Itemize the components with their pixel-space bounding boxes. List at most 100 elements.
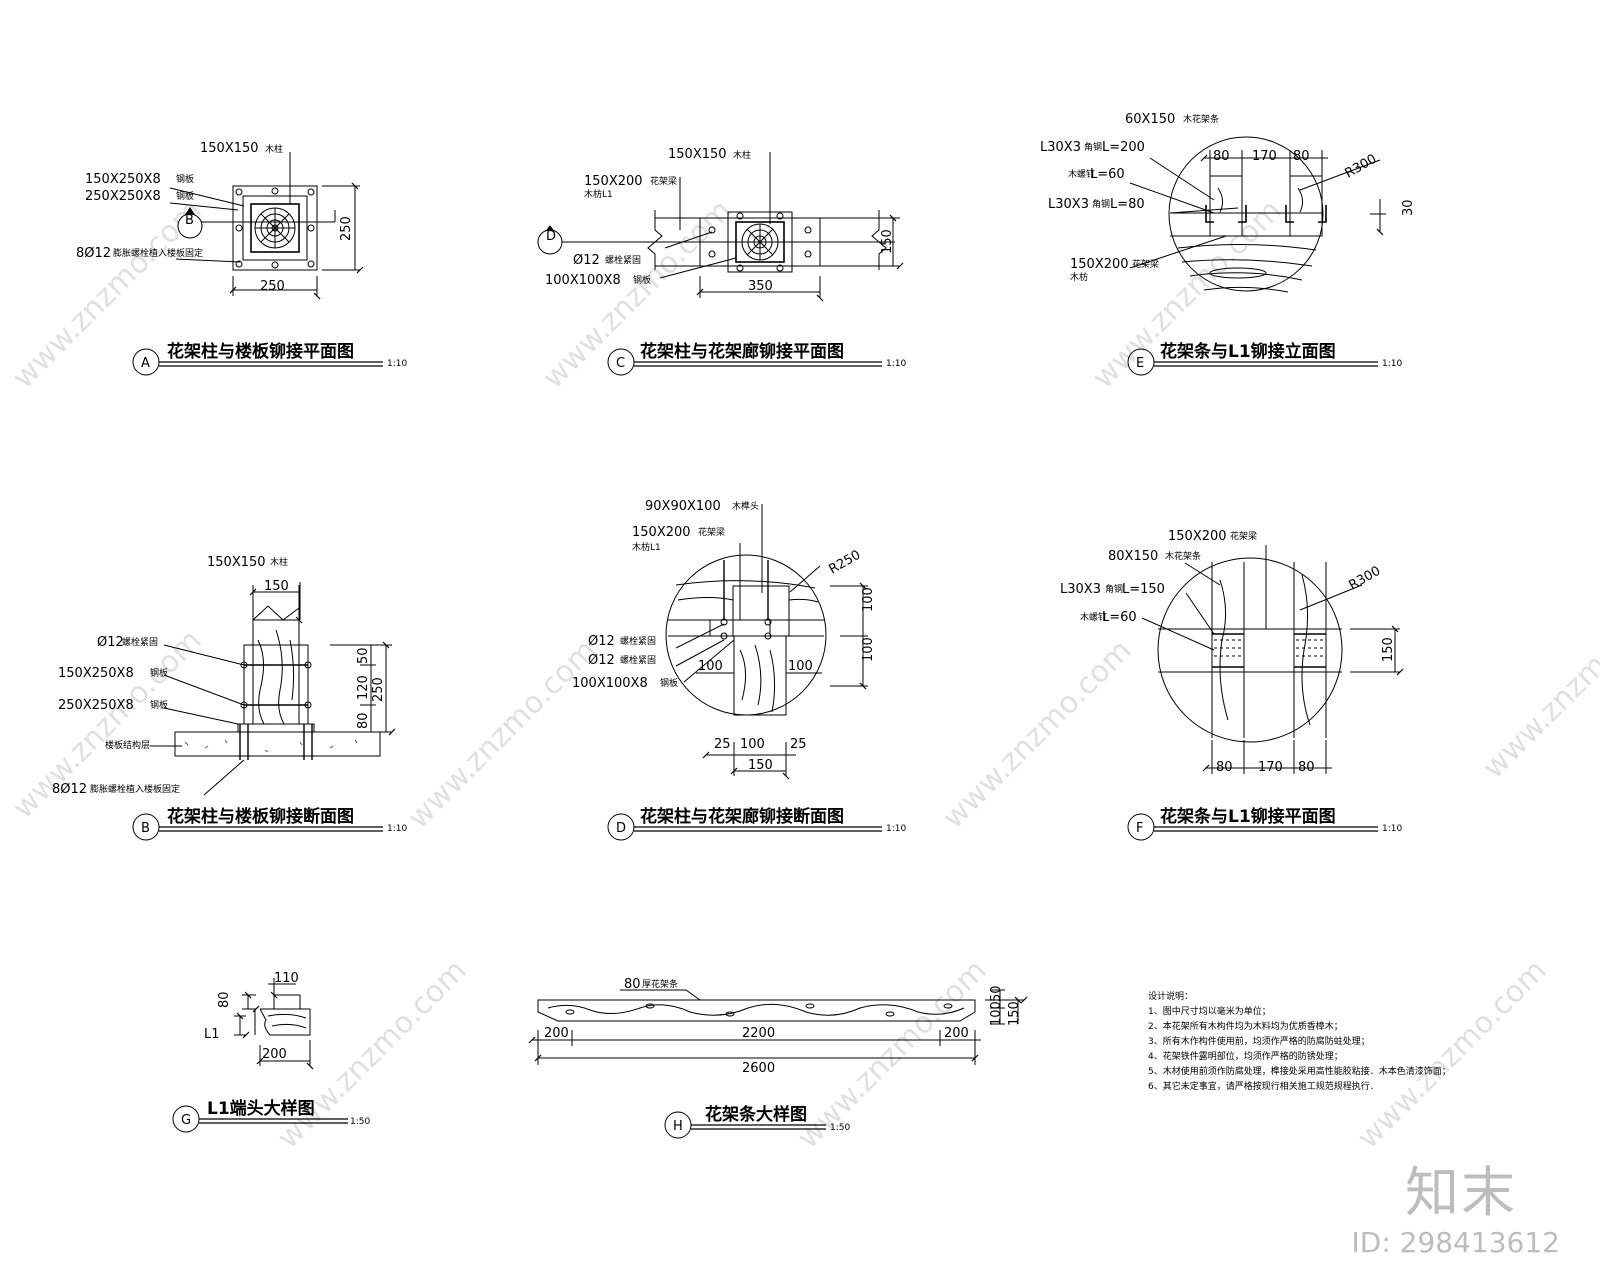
svg-text:H: H <box>673 1119 683 1134</box>
svg-text:L=60: L=60 <box>1102 610 1137 625</box>
title-h: H 花架条大样图 1:50 <box>664 1104 850 1139</box>
watermark-text: www.znzmo.com <box>936 633 1139 836</box>
svg-text:25: 25 <box>714 737 731 752</box>
watermark-text: www.znzmo.com <box>6 623 209 826</box>
svg-text:350: 350 <box>748 279 773 294</box>
svg-text:膨胀螺栓植入楼板固定: 膨胀螺栓植入楼板固定 <box>113 247 203 259</box>
svg-text:L1端头大样图: L1端头大样图 <box>207 1098 315 1119</box>
design-notes: 设计说明： 1、图中尺寸均以毫米为单位； 2、本花架所有木构件均为木料均为优质香… <box>1148 990 1508 1095</box>
svg-text:角钢: 角钢 <box>1105 583 1123 595</box>
svg-text:花架条与L1铆接平面图: 花架条与L1铆接平面图 <box>1160 806 1336 827</box>
svg-text:8Ø12: 8Ø12 <box>76 246 111 261</box>
title-a: A 花架柱与楼板铆接平面图 1:10 <box>132 341 407 376</box>
svg-text:80: 80 <box>1293 149 1310 164</box>
watermark-text: www.znzmo.com <box>1086 193 1289 396</box>
svg-text:钢板: 钢板 <box>176 190 194 202</box>
detail-b <box>150 582 392 796</box>
svg-text:钢板: 钢板 <box>150 699 168 711</box>
svg-text:250: 250 <box>339 216 354 241</box>
svg-text:1:10: 1:10 <box>387 359 407 369</box>
watermark-text: www.znzmo.com <box>271 953 474 1156</box>
svg-text:木枋L1: 木枋L1 <box>584 188 613 200</box>
svg-text:L30X3: L30X3 <box>1040 140 1081 155</box>
svg-text:R300: R300 <box>1347 564 1384 594</box>
svg-text:170: 170 <box>1258 760 1283 775</box>
svg-text:60X150: 60X150 <box>1125 112 1175 127</box>
svg-text:150X150: 150X150 <box>200 141 259 156</box>
svg-text:膨胀螺栓植入楼板固定: 膨胀螺栓植入楼板固定 <box>90 783 180 795</box>
svg-text:250: 250 <box>260 279 285 294</box>
notes-heading: 设计说明： <box>1148 992 1194 1002</box>
svg-text:厚花架条: 厚花架条 <box>642 978 678 990</box>
detail-b-text: 150X150 木柱 Ø12 螺栓紧固 150X250X8 钢板 250X250… <box>52 555 386 797</box>
svg-text:150X200: 150X200 <box>632 525 691 540</box>
detail-e-text: 60X150 木花架条 L30X3 角钢 L=200 木螺钉 L=60 L30X… <box>1040 112 1416 283</box>
image-id-label: ID: 298413612 <box>1351 1226 1560 1259</box>
svg-text:楼板结构层: 楼板结构层 <box>105 739 150 751</box>
brand-logo: 知末 <box>1405 1161 1517 1224</box>
notes-item: 5、木材使用前须作防腐处理，榫接处采用高性能胶粘接．木本色清漆饰面； <box>1148 1067 1451 1077</box>
svg-text:螺栓紧固: 螺栓紧固 <box>122 636 158 648</box>
svg-text:花架梁: 花架梁 <box>1132 258 1159 270</box>
svg-text:150: 150 <box>748 758 773 773</box>
svg-text:150X200: 150X200 <box>584 174 643 189</box>
detail-g <box>234 978 310 1066</box>
svg-text:木花架条: 木花架条 <box>1183 113 1219 125</box>
svg-text:100: 100 <box>788 659 813 674</box>
svg-text:150: 150 <box>880 229 895 254</box>
title-c: C 花架柱与花架廊铆接平面图 1:10 <box>607 341 906 376</box>
svg-text:150X150: 150X150 <box>668 147 727 162</box>
svg-text:90X90X100: 90X90X100 <box>645 499 721 514</box>
svg-text:花架条与L1铆接立面图: 花架条与L1铆接立面图 <box>1160 341 1336 362</box>
svg-text:2600: 2600 <box>742 1061 775 1076</box>
svg-text:100: 100 <box>989 1001 1004 1026</box>
svg-text:钢板: 钢板 <box>633 274 651 286</box>
svg-text:25: 25 <box>790 737 807 752</box>
watermark-text: www.znzmo.com <box>401 633 604 836</box>
detail-h <box>528 989 1024 1065</box>
svg-text:L=80: L=80 <box>1110 197 1145 212</box>
svg-text:150X200: 150X200 <box>1168 529 1227 544</box>
svg-text:150: 150 <box>264 579 289 594</box>
svg-text:1:10: 1:10 <box>1382 824 1402 834</box>
svg-text:钢板: 钢板 <box>660 677 678 689</box>
svg-text:30: 30 <box>1401 199 1416 216</box>
svg-text:1:10: 1:10 <box>886 824 906 834</box>
svg-text:80: 80 <box>1298 760 1315 775</box>
svg-text:木枋L1: 木枋L1 <box>632 541 661 553</box>
svg-text:150X250X8: 150X250X8 <box>85 172 161 187</box>
svg-text:100X100X8: 100X100X8 <box>572 676 648 691</box>
svg-text:100: 100 <box>698 659 723 674</box>
svg-text:Ø12: Ø12 <box>573 253 600 268</box>
svg-text:L=200: L=200 <box>1102 140 1145 155</box>
svg-text:F: F <box>1136 821 1143 836</box>
svg-text:1:50: 1:50 <box>350 1117 370 1127</box>
svg-text:110: 110 <box>274 971 299 986</box>
svg-text:1:10: 1:10 <box>886 359 906 369</box>
title-d: D 花架柱与花架廊铆接断面图 1:10 <box>607 806 906 841</box>
svg-text:2200: 2200 <box>742 1026 775 1041</box>
svg-text:150: 150 <box>1381 637 1396 662</box>
detail-c <box>537 152 900 298</box>
svg-text:花架梁: 花架梁 <box>650 175 677 187</box>
svg-text:80: 80 <box>1213 149 1230 164</box>
svg-text:木螺钉: 木螺钉 <box>1068 168 1095 180</box>
svg-text:170: 170 <box>1252 149 1277 164</box>
svg-text:木柱: 木柱 <box>265 143 283 155</box>
detail-d <box>665 504 868 776</box>
svg-text:L30X3: L30X3 <box>1048 197 1089 212</box>
svg-text:花架条大样图: 花架条大样图 <box>705 1104 807 1125</box>
svg-text:1:10: 1:10 <box>1382 359 1402 369</box>
svg-text:250X250X8: 250X250X8 <box>58 698 134 713</box>
svg-text:钢板: 钢板 <box>176 173 194 185</box>
svg-text:木柱: 木柱 <box>733 149 751 161</box>
notes-item: 2、本花架所有木构件均为木料均为优质香樟木； <box>1148 1022 1343 1032</box>
detail-c-text: 150X150 木柱 150X200 花架梁 木枋L1 Ø12 螺栓紧固 100… <box>545 147 895 294</box>
svg-text:D: D <box>616 821 626 836</box>
svg-text:L30X3: L30X3 <box>1060 582 1101 597</box>
svg-text:R300: R300 <box>1343 152 1380 182</box>
svg-text:角钢: 角钢 <box>1084 141 1102 153</box>
svg-text:B: B <box>185 213 194 228</box>
svg-text:Ø12: Ø12 <box>97 635 124 650</box>
